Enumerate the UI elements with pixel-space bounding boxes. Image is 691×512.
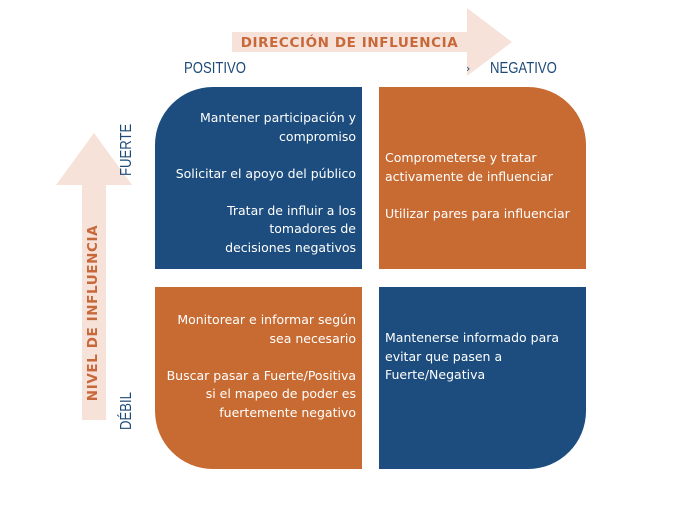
quadrant-item: Utilizar pares para influenciar: [385, 205, 570, 221]
column-label-positive: POSITIVO: [184, 60, 246, 77]
row-label-weak: DÉBIL: [118, 392, 135, 430]
level-arrow-icon: [56, 133, 132, 420]
quadrant-item: Tratar de influir a los tomadores de dec…: [225, 202, 356, 255]
direction-arrow-label: DIRECCIÓN DE INFLUENCIA: [240, 35, 459, 51]
quadrant-weak-negative: Mantenerse informado para evitar que pas…: [379, 287, 586, 469]
level-arrow-label: NIVEL DE INFLUENCIA: [85, 224, 101, 402]
column-label-negative: NEGATIVO: [490, 60, 557, 77]
quadrant-item: Monitorear e informar según sea necesari…: [177, 312, 356, 346]
quadrant-item: Solicitar el apoyo del público: [175, 165, 356, 181]
small-arrow-icon: ›: [466, 62, 471, 75]
quadrant-strong-positive: Mantener participación y compromiso Soli…: [155, 87, 362, 269]
quadrant-item: Comprometerse y tratar activamente de in…: [385, 150, 553, 184]
row-label-strong: FUERTE: [118, 123, 135, 176]
quadrant-weak-positive: Monitorear e informar según sea necesari…: [155, 287, 362, 469]
quadrant-item: Mantenerse informado para evitar que pas…: [385, 330, 560, 382]
quadrant-item: Mantener participación y compromiso: [199, 110, 356, 144]
direction-arrow-icon: [232, 8, 512, 76]
quadrant-item: Buscar pasar a Fuerte/Positiva si el map…: [166, 367, 356, 420]
quadrant-strong-negative: Comprometerse y tratar activamente de in…: [379, 87, 586, 269]
